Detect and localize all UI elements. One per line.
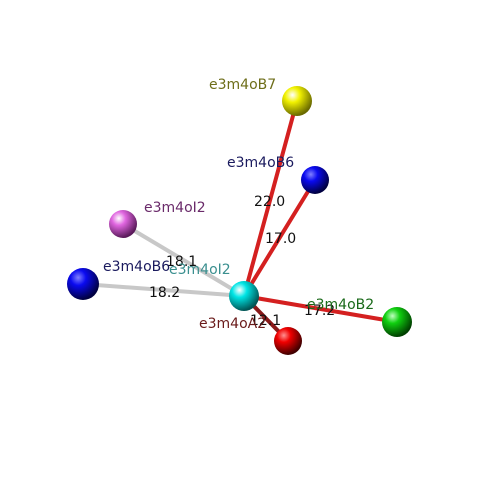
atom-i2[interactable] — [109, 210, 137, 238]
distance-label-b2: 17.2 — [304, 303, 335, 319]
distance-label-b6a: 17.0 — [265, 231, 296, 247]
bond-i2 — [121, 222, 246, 298]
atom-label-b2: e3m4oB2 — [307, 297, 374, 313]
bond-b2 — [242, 294, 399, 324]
atom-a2[interactable] — [274, 327, 302, 355]
bond-b7 — [242, 99, 299, 298]
atom-b7[interactable] — [282, 86, 312, 116]
bond-b6b — [81, 282, 246, 298]
atom-b2[interactable] — [382, 307, 412, 337]
atom-label-center: e3m4oI2 — [169, 262, 231, 278]
atom-center[interactable] — [229, 281, 259, 311]
bond-b6a — [242, 178, 317, 298]
distance-label-a2: 12.1 — [250, 313, 281, 329]
atom-label-b7: e3m4oB7 — [209, 77, 276, 93]
atom-label-i2: e3m4oI2 — [144, 200, 206, 216]
atom-b6b[interactable] — [67, 268, 99, 300]
distance-label-i2: 18.1 — [166, 254, 197, 270]
distance-label-b7: 22.0 — [254, 194, 285, 210]
atom-label-a2: e3m4oA2 — [199, 316, 266, 332]
atom-label-b6b: e3m4oB6 — [103, 259, 170, 275]
atom-b6a[interactable] — [301, 166, 329, 194]
distance-label-b6b: 18.2 — [149, 285, 180, 301]
atom-label-b6a: e3m4oB6 — [227, 155, 294, 171]
